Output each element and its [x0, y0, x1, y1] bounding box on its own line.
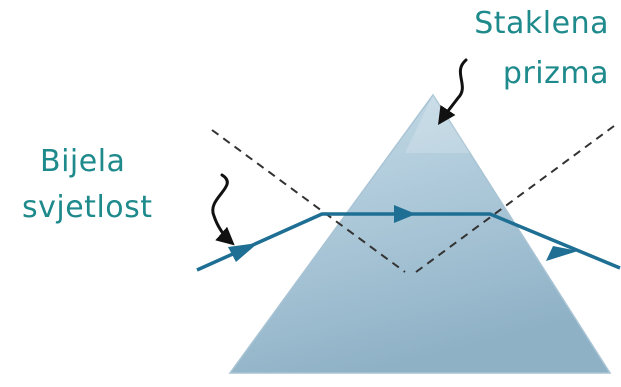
prism-label-line2: prizma — [502, 56, 609, 91]
pointer-arrow-white-light — [211, 173, 235, 246]
normal-line-left — [211, 129, 406, 273]
glass-prism — [228, 93, 612, 374]
white-light-label-line2: svjetlost — [22, 190, 153, 225]
prism-label-line1: Staklena — [474, 6, 609, 41]
ray-arrow-outgoing — [546, 246, 578, 261]
ray-arrow-incoming — [228, 243, 258, 262]
prism-highlight — [405, 95, 470, 153]
white-light-label-line1: Bijela — [40, 144, 126, 179]
ray-arrow-inside — [394, 205, 416, 223]
pointer-arrow-prism — [438, 58, 468, 125]
